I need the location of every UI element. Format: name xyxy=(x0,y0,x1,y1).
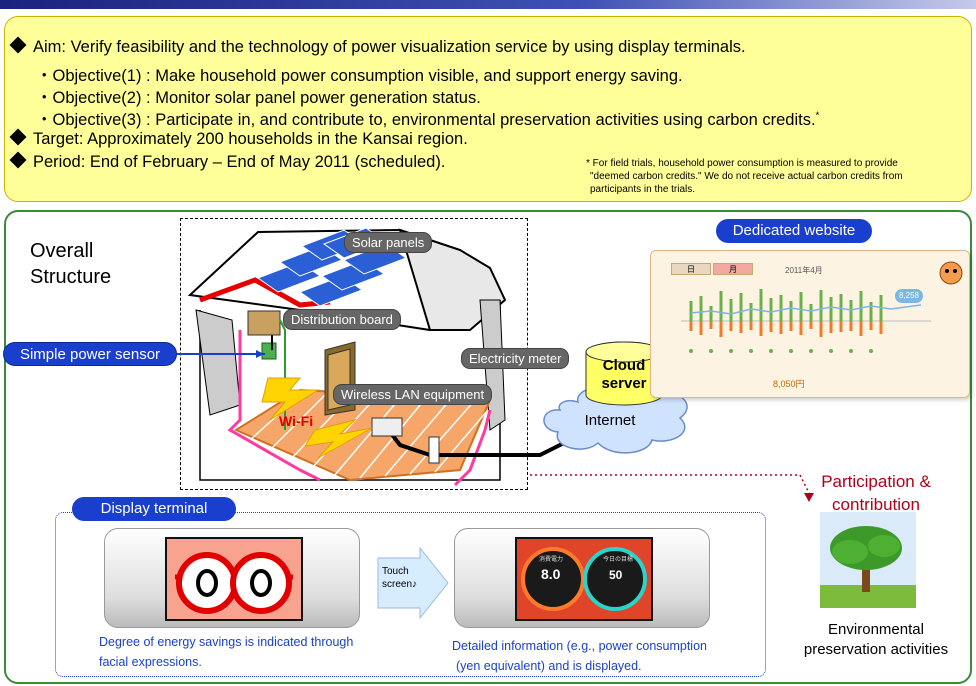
simple-power-sensor-label: Simple power sensor xyxy=(3,342,177,366)
website-chart xyxy=(681,261,963,353)
tree-trunk xyxy=(862,560,870,592)
month-label: 2011年4月 xyxy=(785,266,823,275)
pink-cable xyxy=(453,409,492,487)
top-banner xyxy=(0,0,976,9)
display-device-faces[interactable] xyxy=(104,528,360,628)
dedicated-website-label: Dedicated website xyxy=(716,219,872,243)
environment-label: Environmental preservation activities xyxy=(803,621,949,658)
gauge-left-title: 消費電力 xyxy=(539,557,564,563)
electricity-meter-label: Electricity meter xyxy=(461,348,570,369)
touch-arrow-icon xyxy=(377,546,449,620)
objective-1: ・Objective(1) : Make household power con… xyxy=(36,67,683,85)
tab-month: 月 xyxy=(713,263,753,275)
roof-side xyxy=(398,228,507,331)
caption-faces: Degree of energy savings is indicated th… xyxy=(99,635,354,669)
distribution-board-icon xyxy=(247,310,281,336)
structure-title: Overall Structure xyxy=(30,240,112,288)
sensor-connector xyxy=(177,353,265,355)
participation-label: Participation & contribution xyxy=(821,472,931,514)
cloud-server-label: Cloud server xyxy=(601,357,647,392)
objective-3: ・Objective(3) : Participate in, and cont… xyxy=(36,110,820,130)
target-line: Target: Approximately 200 households in … xyxy=(9,128,468,149)
mascot-icon xyxy=(939,261,963,285)
total-badge: 8,258 xyxy=(895,289,923,303)
trend-line xyxy=(690,304,922,315)
face-screen xyxy=(165,537,303,621)
gauge-right-value: 50 xyxy=(609,568,623,582)
caption-gauges: Detailed information (e.g., power consum… xyxy=(452,639,707,673)
lightning-icon xyxy=(304,419,373,459)
cloud-server-icon xyxy=(585,352,663,406)
meter-icon xyxy=(428,436,440,464)
tab-day: 日 xyxy=(671,263,711,275)
aim-line: Aim: Verify feasibility and the technolo… xyxy=(9,36,746,57)
distribution-board-label: Distribution board xyxy=(283,309,401,330)
gauge-icon xyxy=(521,547,647,611)
footer-value: 8,050円 xyxy=(773,379,805,389)
gauge-right-title: 今日の目標 xyxy=(603,557,634,563)
lightning-icon xyxy=(261,377,320,421)
bar-series xyxy=(689,289,883,337)
website-screenshot: 日 月 2011年4月 8,258 8,050円 xyxy=(650,250,970,398)
aim-box xyxy=(4,16,972,202)
internet-label: Internet xyxy=(584,412,636,429)
gauge-screen: 消費電力 8.0 今日の目標 50 xyxy=(515,537,653,621)
solar-panels-icon xyxy=(256,227,408,307)
left-wall xyxy=(195,309,241,416)
period-line: Period: End of February – End of May 201… xyxy=(9,151,445,172)
wifi-label: Wi-Fi xyxy=(279,413,314,429)
display-terminal-frame xyxy=(55,512,766,677)
weather-icons xyxy=(689,349,873,353)
pink-cable xyxy=(227,330,321,482)
footnote-mark: * xyxy=(815,110,820,122)
footnote-line: participants in the trials. xyxy=(590,184,696,195)
solar-panels-label: Solar panels xyxy=(344,232,433,253)
footnote: * For field trials, household power cons… xyxy=(586,157,966,196)
display-device-gauges[interactable]: 消費電力 8.0 今日の目標 50 xyxy=(454,528,710,628)
participation-arrow xyxy=(530,474,811,496)
sensor-icon xyxy=(261,342,277,360)
touch-screen-label: Touch screen♪ xyxy=(382,566,418,590)
footnote-line: "deemed carbon credits." We do not recei… xyxy=(590,171,903,182)
face-icon xyxy=(175,552,293,614)
red-cable xyxy=(199,277,331,308)
wireless-lan-label: Wireless LAN equipment xyxy=(333,384,493,405)
wireless-lan-icon xyxy=(371,417,403,437)
objective-2: ・Objective(2) : Monitor solar panel powe… xyxy=(36,89,481,107)
display-terminal-label: Display terminal xyxy=(72,497,236,521)
gauge-left-value: 8.0 xyxy=(541,566,561,582)
footnote-line: * For field trials, household power cons… xyxy=(586,158,898,169)
